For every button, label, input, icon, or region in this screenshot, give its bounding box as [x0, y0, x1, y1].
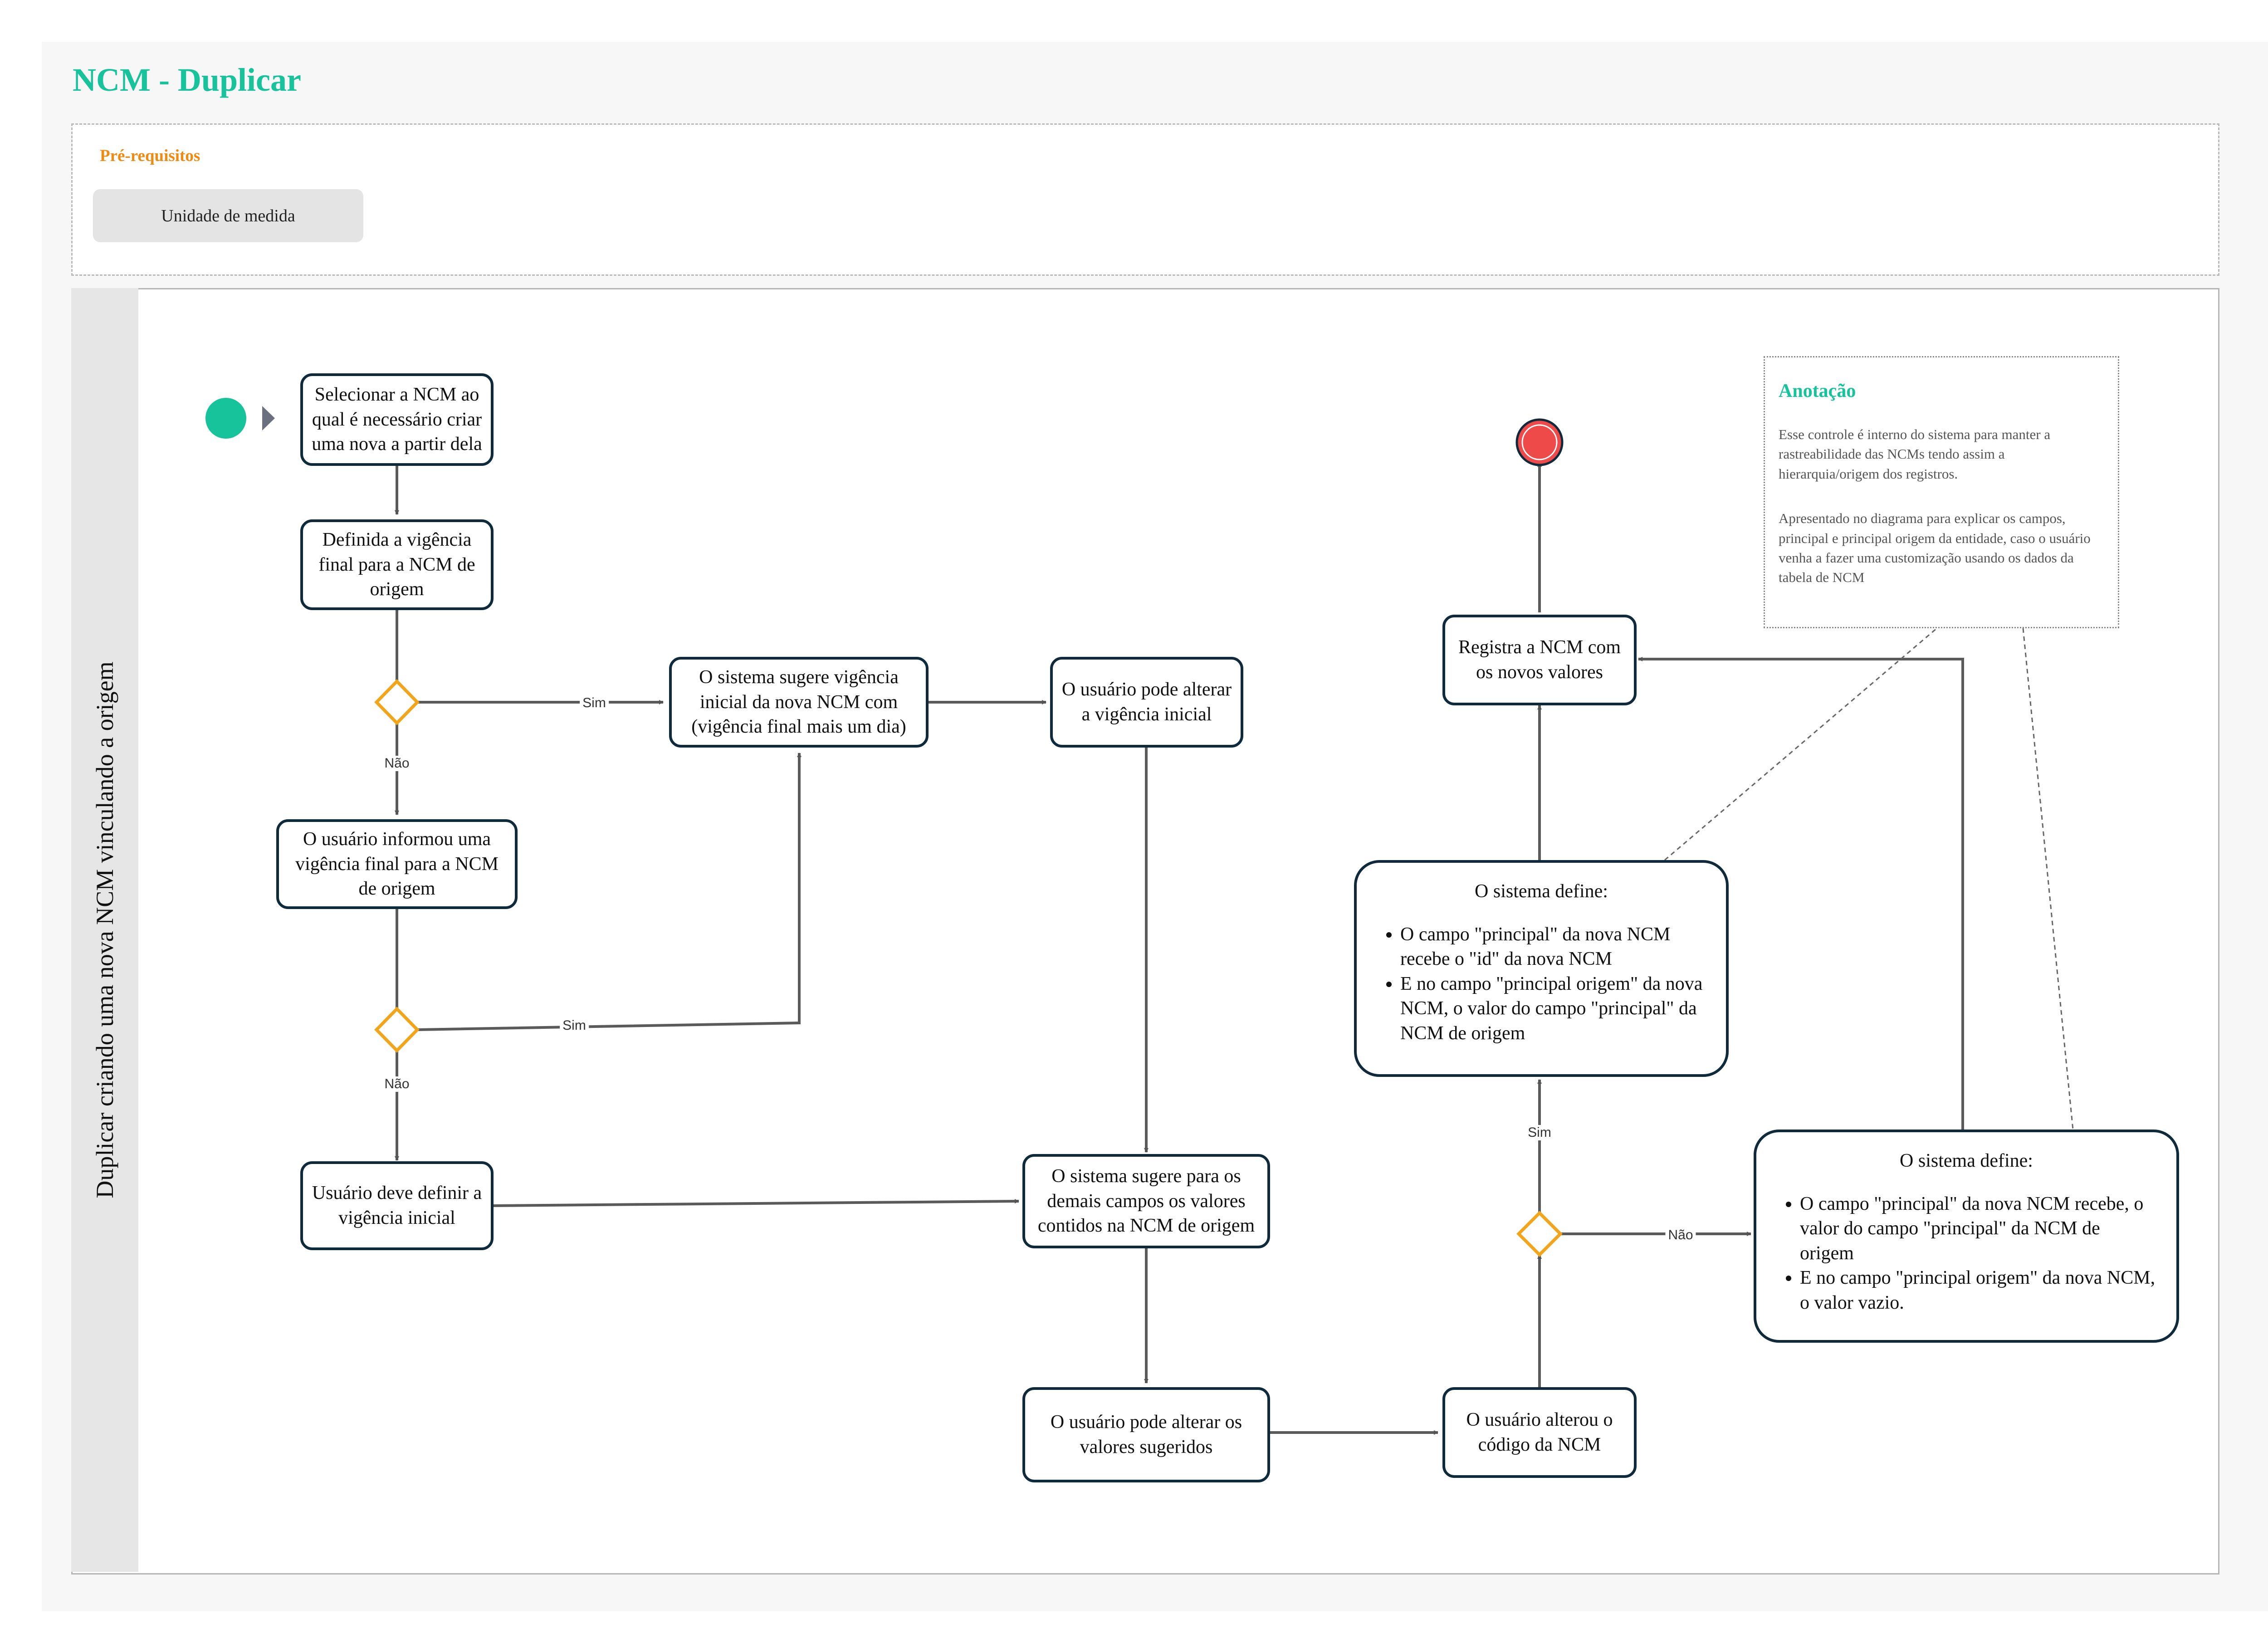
node-system-defines-no-title: O sistema define:	[1900, 1150, 2033, 1171]
node-system-suggests-initial[interactable]: O sistema sugere vigência inicial da nov…	[669, 657, 929, 748]
annotation-note: Anotação Esse controle é interno do sist…	[1764, 356, 2119, 628]
edge-label-decision2-no: Não	[381, 1076, 412, 1092]
node-user-informed-final-validity[interactable]: O usuário informou uma vigência final pa…	[276, 819, 518, 909]
start-pointer-icon	[262, 406, 275, 430]
node-user-can-alter-initial[interactable]: O usuário pode alterar a vigência inicia…	[1050, 657, 1243, 748]
annotation-connector-2	[2022, 628, 2074, 1130]
prerequisites-heading: Pré-requisitos	[100, 147, 200, 165]
node-register-ncm[interactable]: Registra a NCM com os novos valores	[1442, 615, 1637, 705]
start-node	[205, 398, 246, 439]
swimlane-header	[71, 288, 138, 1572]
decision-diamond-3	[1516, 1211, 1563, 1257]
node-system-defines-yes-title: O sistema define:	[1475, 881, 1608, 902]
page-title: NCM - Duplicar	[73, 62, 301, 98]
node-system-defines-no-bullet: E no campo "principal origem" da nova NC…	[1800, 1266, 2158, 1315]
node-system-defines-no[interactable]: O sistema define: O campo "principal" da…	[1754, 1130, 2179, 1343]
annotation-title: Anotação	[1779, 381, 1856, 401]
edge-label-decision2-yes: Sim	[560, 1018, 589, 1033]
node-system-defines-yes-bullet: O campo "principal" da nova NCM recebe o…	[1400, 922, 1708, 972]
edge-no-to-register	[1638, 657, 1964, 1130]
node-system-defines-yes-bullet: E no campo "principal origem" da nova NC…	[1400, 972, 1708, 1046]
annotation-connector-1	[1664, 627, 1937, 861]
node-define-final-validity[interactable]: Definida a vigência final para a NCM de …	[300, 519, 494, 610]
node-system-suggests-fields[interactable]: O sistema sugere para os demais campos o…	[1022, 1154, 1270, 1248]
prerequisite-chip-unit-of-measure[interactable]: Unidade de medida	[93, 189, 363, 242]
node-user-must-define-initial[interactable]: Usuário deve definir a vigência inicial	[300, 1161, 494, 1250]
node-system-defines-no-bullet: O campo "principal" da nova NCM recebe, …	[1800, 1192, 2158, 1266]
prerequisites-panel	[71, 123, 2219, 276]
decision-diamond-2	[374, 1006, 420, 1053]
end-node	[1515, 418, 1564, 466]
annotation-paragraph: Esse controle é interno do sistema para …	[1779, 426, 2051, 482]
edge-label-decision1-yes: Sim	[580, 695, 609, 711]
node-system-defines-yes[interactable]: O sistema define: O campo "principal" da…	[1354, 860, 1729, 1077]
edge-label-decision3-no: Não	[1665, 1227, 1696, 1243]
edge-label-decision3-yes: Sim	[1525, 1125, 1554, 1140]
node-select-ncm[interactable]: Selecionar a NCM ao qual é necessário cr…	[300, 373, 494, 466]
edge-label-decision1-no: Não	[381, 756, 412, 771]
node-user-can-alter-values[interactable]: O usuário pode alterar os valores sugeri…	[1022, 1387, 1270, 1482]
annotation-paragraph: Apresentado no diagrama para explicar os…	[1779, 510, 2091, 586]
edge-decision2-yes	[417, 753, 802, 1031]
decision-diamond-1	[374, 679, 420, 726]
edge-define-to-fields	[491, 1199, 1019, 1207]
node-user-altered-code[interactable]: O usuário alterou o código da NCM	[1442, 1387, 1637, 1478]
